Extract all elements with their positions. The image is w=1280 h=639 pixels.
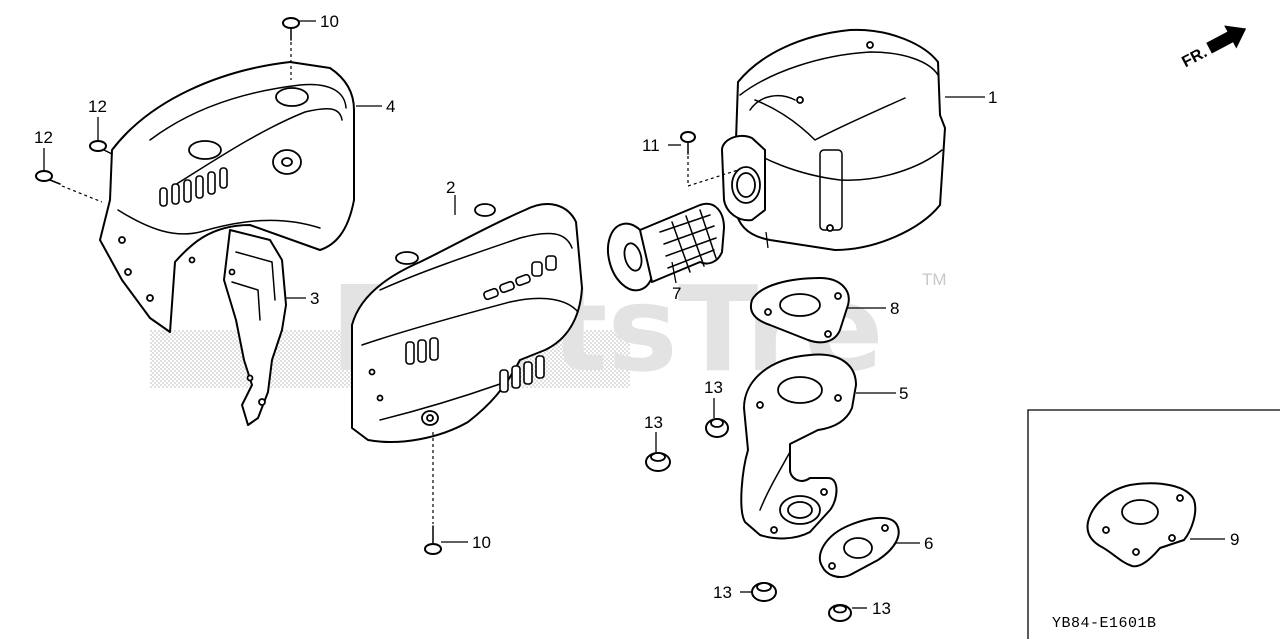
- front-direction-indicator: FR.: [1179, 25, 1247, 71]
- part-1-muffler: [721, 28, 946, 251]
- inset-panel: YB84-E1601B: [1027, 409, 1280, 639]
- callout-2: 2: [446, 178, 455, 197]
- callout-13-d: 13: [872, 599, 891, 618]
- callout-11: 11: [642, 136, 660, 155]
- callout-13-c: 13: [713, 583, 732, 602]
- part-6-gasket: [818, 516, 900, 578]
- callout-10-bottom: 10: [472, 533, 491, 552]
- part-12-bolt-a: [89, 140, 113, 155]
- part-12-bolt-b: [35, 170, 103, 203]
- front-arrow-icon: [1206, 25, 1247, 54]
- part-10-bolt-top: [282, 17, 300, 80]
- callout-6: 6: [924, 534, 933, 553]
- callout-12-top: 12: [88, 97, 107, 116]
- watermark-trademark: TM: [922, 270, 947, 289]
- callout-5: 5: [899, 384, 908, 403]
- part-4-upper-shroud: [99, 61, 355, 333]
- callout-8: 8: [890, 299, 899, 318]
- diagram-code: YB84-E1601B: [1052, 615, 1157, 632]
- part-2-muffler-protector: [351, 203, 583, 443]
- callout-12-left: 12: [34, 128, 53, 147]
- leader-lines: [43, 20, 1225, 609]
- part-3-bracket: [223, 229, 287, 426]
- callout-10-top: 10: [320, 12, 339, 31]
- front-label: FR.: [1179, 44, 1210, 71]
- part-13-nut-a: [645, 452, 671, 472]
- callout-3: 3: [310, 289, 319, 308]
- part-13-nut-d: [828, 604, 852, 622]
- part-13-nut-c: [751, 582, 777, 602]
- part-8-gasket: [750, 277, 850, 344]
- callout-13-b: 13: [704, 378, 723, 397]
- part-5-exhaust-pipe: [740, 353, 857, 540]
- part-7-spark-arrester: [606, 202, 725, 292]
- part-11-bolt: [680, 131, 739, 187]
- part-13-nut-b: [705, 418, 729, 438]
- part-9-gasket: [1086, 482, 1197, 568]
- part-10-bolt-bottom: [424, 432, 442, 555]
- callout-4: 4: [386, 97, 395, 116]
- callouts: 1 2 3 4 5 6 7 8 9 10 10 11 12 12 13 13 1…: [34, 12, 1239, 618]
- callout-13-a: 13: [644, 413, 663, 432]
- callout-7: 7: [672, 284, 681, 303]
- callout-1: 1: [988, 88, 997, 107]
- callout-9: 9: [1230, 530, 1239, 549]
